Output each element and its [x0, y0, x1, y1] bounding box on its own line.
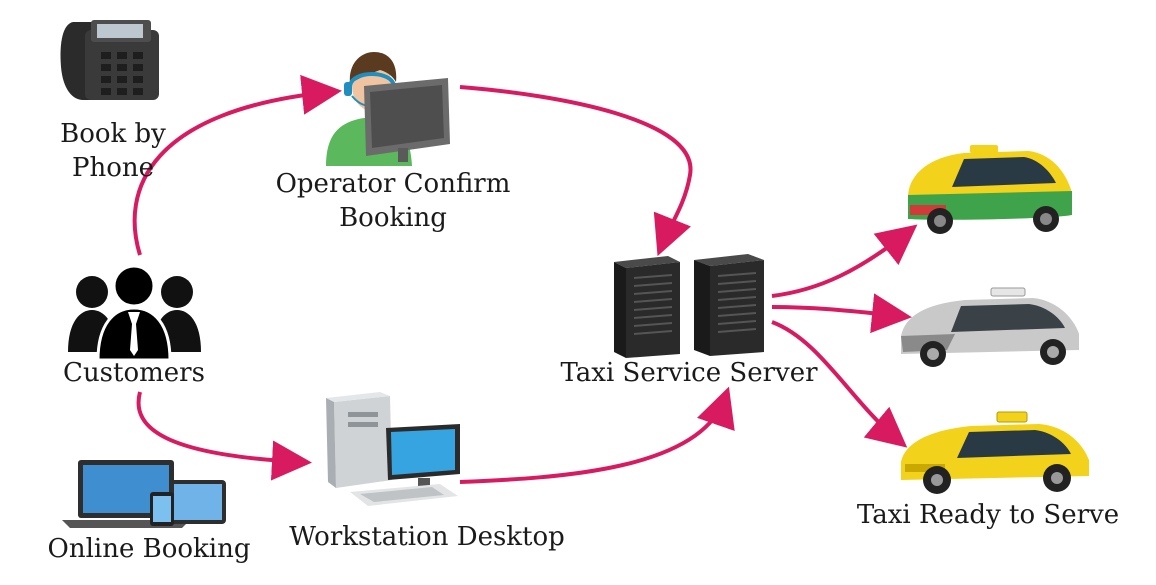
arrow-operator-to-server	[459, 85, 693, 257]
arrow-customers-to-operator	[132, 74, 342, 256]
arrow-workstation-to-server	[459, 386, 735, 484]
taxi-ready-label: Taxi Ready to Serve	[856, 500, 1120, 530]
operator-label: Operator Confirm Booking	[262, 167, 524, 235]
server-racks-icon	[614, 254, 764, 358]
headset-operator-icon	[326, 52, 450, 166]
server-label: Taxi Service Server	[560, 358, 818, 388]
people-group-icon	[68, 264, 201, 362]
customers-label: Customers	[63, 358, 205, 388]
online-booking-label: Online Booking	[47, 534, 251, 564]
laptop-tablet-phone-icon	[62, 460, 226, 528]
desk-phone-icon	[60, 20, 159, 100]
operator-label-line1: Operator Confirm	[275, 169, 511, 199]
taxi-green-yellow-icon	[908, 145, 1072, 234]
arrow-server-to-taxi-1	[771, 224, 918, 298]
phone-label-line1: Book by	[60, 119, 166, 149]
operator-label-line2: Booking	[339, 203, 447, 233]
arrow-server-to-taxi-2	[771, 293, 912, 334]
arrow-server-to-taxi-3	[771, 320, 908, 448]
phone-label: Book by Phone	[28, 117, 198, 185]
phone-label-line2: Phone	[71, 153, 155, 183]
arrow-customers-to-workstation	[136, 391, 312, 481]
taxi-yellow-icon	[901, 411, 1089, 494]
desktop-computer-icon	[326, 392, 460, 506]
taxi-silver-icon	[901, 287, 1079, 367]
workstation-label: Workstation Desktop	[289, 522, 565, 552]
